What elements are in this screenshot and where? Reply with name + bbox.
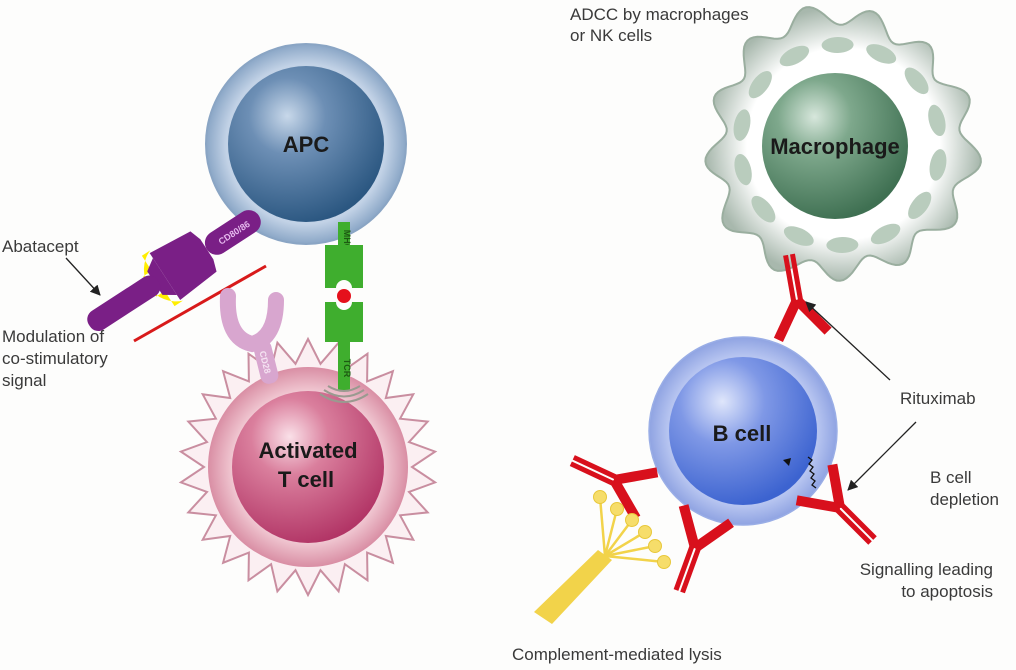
c1q-head — [648, 539, 662, 553]
c1q-head — [625, 513, 639, 527]
rituximab-arrow-lower — [847, 421, 917, 491]
mhc-label: MHC — [342, 230, 352, 251]
mhc-molecule — [325, 245, 363, 288]
rituximab-label: Rituximab — [900, 389, 976, 408]
macrophage-cell: Macrophage — [704, 6, 982, 282]
rituximab-antibody — [795, 463, 877, 545]
vesicle — [779, 45, 810, 67]
apc-cell: APC — [205, 43, 407, 245]
vesicle — [928, 104, 946, 137]
abatacept-cd80-86-complex: CD80/86 — [87, 210, 261, 331]
tcr-label: TCR — [342, 359, 352, 378]
depletion-label-line1: B cell — [930, 468, 972, 487]
depletion-label-line2: depletion — [930, 490, 999, 509]
modulation-label-line1: Modulation of — [2, 327, 104, 346]
cd80-86-receptor — [204, 210, 261, 255]
activated-t-cell: Activated T cell — [178, 336, 438, 598]
modulation-label-line2: co-stimulatory — [2, 349, 108, 368]
rituximab-antibody — [569, 455, 659, 521]
signal-arcs-icon — [319, 385, 369, 403]
cd28-receptor: CD28 — [219, 288, 284, 384]
modulation-label-line3: signal — [2, 371, 46, 390]
c1q-head — [638, 525, 652, 539]
signalling-label-line1: Signalling leading — [860, 560, 993, 579]
vesicle — [783, 226, 814, 246]
complement-stalk — [534, 550, 612, 624]
rituximab-antibodies — [569, 253, 877, 594]
apoptosis-signal-squiggle-icon — [807, 456, 817, 489]
rituximab-arrow-upper — [805, 301, 891, 381]
t-cell-label-line2: T cell — [278, 467, 334, 492]
vesicle — [734, 153, 752, 186]
tcr-stalk — [338, 340, 350, 390]
apc-label: APC — [283, 132, 330, 157]
macrophage-vesicles — [733, 36, 947, 254]
macrophage-label: Macrophage — [770, 134, 900, 159]
apoptosis-signal-arrowhead-icon — [783, 458, 791, 466]
vesicle — [908, 191, 932, 220]
modulation-line — [133, 264, 267, 343]
rituximab-antibody — [673, 504, 734, 594]
abatacept-molecule — [87, 275, 161, 331]
tcr-molecule — [325, 302, 363, 342]
vesicle — [904, 67, 929, 95]
vesicle — [733, 109, 751, 141]
abatacept-label: Abatacept — [2, 237, 79, 256]
c1q-head — [593, 490, 607, 504]
right-panel: Macrophage B cell ADCC by macrophages or… — [512, 5, 999, 664]
adcc-label-line2: or NK cells — [570, 26, 652, 45]
left-panel: APC Activated T cell CD80/86 — [2, 43, 438, 598]
c1q-head — [610, 502, 624, 516]
vesicle — [929, 149, 947, 181]
vesicle — [748, 70, 772, 99]
abatacept-pointer-arrow — [65, 257, 101, 296]
b-cell-label: B cell — [713, 421, 772, 446]
c1q-head — [657, 555, 671, 569]
rituximab-antibody — [773, 253, 832, 342]
signalling-label-line2: to apoptosis — [901, 582, 993, 601]
complement-c1q — [534, 490, 671, 624]
adcc-label-line1: ADCC by macrophages — [570, 5, 749, 24]
vesicle — [751, 195, 776, 223]
abatacept-binding-domain — [141, 250, 183, 307]
antigen-peptide — [337, 289, 351, 303]
b-cell: B cell — [648, 336, 838, 526]
complement-label: Complement-mediated lysis — [512, 645, 722, 664]
vesicle — [870, 223, 901, 245]
mhc-tcr-complex: MHC TCR — [319, 222, 369, 403]
t-cell-label-line1: Activated — [258, 438, 357, 463]
vesicle — [826, 236, 859, 254]
vesicle — [866, 44, 897, 64]
vesicle — [821, 36, 854, 54]
